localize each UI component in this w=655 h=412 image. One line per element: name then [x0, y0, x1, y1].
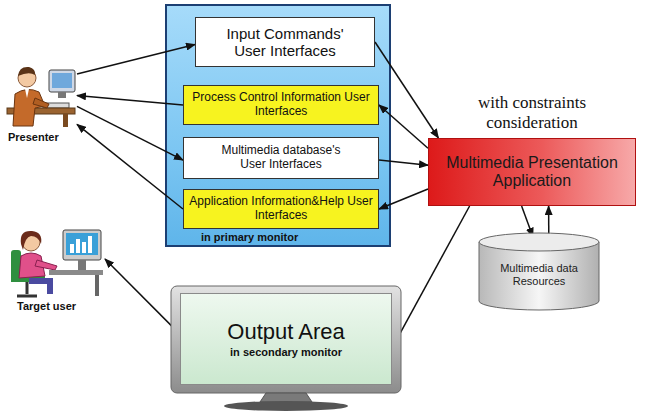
figure-label: Presenter [8, 131, 59, 143]
arrow-connector [379, 105, 428, 148]
interface-box: Input Commands' User Interfaces [195, 17, 375, 67]
constraint-heading: with constraints consideration [457, 93, 607, 132]
application-box: with constraints considerationMultimedia… [428, 88, 636, 206]
arrow-connector [77, 45, 195, 75]
arrow-connector [375, 42, 438, 138]
arrow-connector [548, 206, 550, 237]
arrow-connector [379, 189, 428, 209]
panel-caption: in primary monitor [201, 231, 298, 243]
application-rect: Multimedia Presentation Application [428, 138, 636, 206]
box-text: Input Commands' User Interfaces [215, 25, 355, 60]
arrow-connector [522, 206, 533, 237]
arrow-connector [379, 160, 428, 165]
arrow-connector [77, 96, 183, 105]
interface-box: Application Information&Help User Interf… [183, 189, 379, 229]
heading-holder: with constraints consideration [428, 88, 636, 138]
label-holder: Target user [17, 300, 76, 312]
figure-icon [5, 220, 105, 298]
output-title: Output Area [227, 319, 344, 345]
target-user-icon [5, 220, 105, 298]
monitor-screen: Output Areain secondary monitor [180, 293, 392, 385]
presenter-figure: Presenter [5, 56, 87, 148]
secondary-monitor: Output Areain secondary monitor [170, 285, 402, 412]
box-text: Application Information&Help User Interf… [189, 195, 373, 223]
box-text: Process Control Information User Interfa… [191, 91, 371, 119]
database-node: Multimedia data Resources [478, 232, 600, 312]
arrow-connector [77, 106, 183, 160]
label-holder: in primary monitor [201, 231, 298, 243]
interface-box: Multimedia database's User Interfaces [183, 137, 379, 179]
output-caption: in secondary monitor [230, 345, 342, 359]
interface-box: Process Control Information User Interfa… [183, 85, 379, 125]
application-text: Multimedia Presentation Application [433, 154, 631, 191]
label-holder: Presenter [8, 131, 59, 143]
label-holder: Multimedia data Resources [478, 262, 600, 289]
presenter-icon [5, 56, 77, 128]
box-text: Multimedia database's User Interfaces [211, 144, 351, 172]
figure-label: Target user [17, 300, 76, 312]
arrow-connector [77, 124, 183, 209]
database-text: Multimedia data Resources [489, 262, 589, 288]
arrow-connector [105, 259, 180, 334]
primary-monitor-panel: in primary monitor Input Commands' User I… [165, 4, 391, 247]
target-user-figure: Target user [5, 220, 115, 316]
figure-icon [5, 56, 77, 128]
arrow-connector [392, 206, 470, 348]
